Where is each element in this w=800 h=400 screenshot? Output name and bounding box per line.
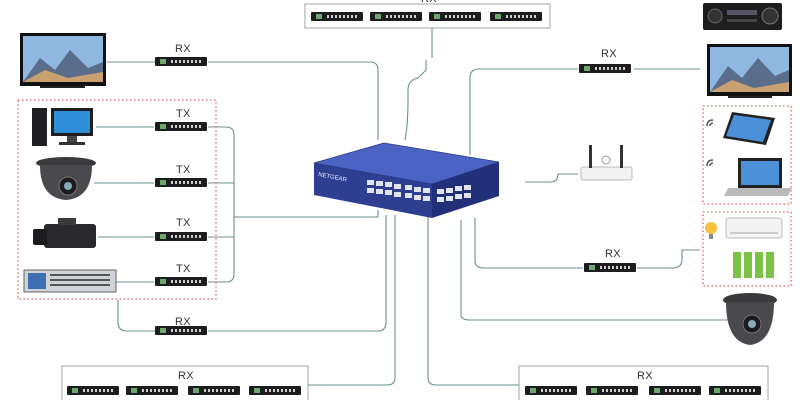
source-group-box: [17, 99, 217, 300]
tx-device-4: [155, 277, 207, 286]
label-rx-left-bottom: RX: [175, 316, 191, 328]
rx-device-top-1: [311, 12, 363, 21]
rx-device-bl-4: [249, 386, 301, 395]
router-icon: [580, 145, 633, 181]
rx-device-br-3: [649, 386, 701, 395]
tx-device-1: [155, 122, 207, 131]
rx-device-right-tv: [579, 64, 631, 73]
label-rx-right-tv: RX: [601, 48, 617, 60]
smart-home-box: [702, 211, 792, 287]
label-rx-bottom-left: RX: [178, 370, 194, 382]
computer-icon: [32, 108, 93, 146]
rx-device-left-bottom: [155, 326, 207, 335]
rx-device-bl-1: [67, 386, 119, 395]
camcorder-icon: [33, 218, 96, 248]
tv-right: [707, 44, 792, 98]
label-rx-left-tv: RX: [175, 43, 191, 55]
laptop-icon: [724, 158, 792, 196]
label-rx-bottom-right: RX: [637, 370, 653, 382]
rx-device-bl-2: [126, 386, 178, 395]
rx-device-bl-3: [188, 386, 240, 395]
air-conditioner-icon: [725, 217, 783, 239]
server-icon: [23, 269, 117, 293]
switch-brand: NETGEAR: [318, 172, 348, 184]
label-rx-mid-right: RX: [605, 248, 621, 260]
rx-device-top-3: [429, 12, 481, 21]
dome-camera-right-icon: [723, 293, 777, 345]
av-receiver: [703, 3, 782, 30]
rx-device-br-2: [586, 386, 638, 395]
tx-device-3: [155, 232, 207, 241]
network-switch: NETGEAR: [313, 142, 500, 218]
tx-device-2: [155, 178, 207, 187]
label-rx-top: RX: [421, 0, 437, 5]
battery-bank-icon: [733, 252, 774, 278]
tablet-icon: [723, 112, 775, 145]
rx-device-br-1: [525, 386, 577, 395]
connection-lines: [94, 5, 728, 386]
rx-device-top-4: [490, 12, 542, 21]
rx-device-top-2: [370, 12, 422, 21]
dome-camera-icon: [36, 157, 96, 200]
label-tx-2: TX: [176, 164, 191, 176]
tv-left: [20, 33, 106, 88]
rx-device-left-tv: [155, 57, 207, 66]
rx-device-br-4: [709, 386, 761, 395]
label-tx-4: TX: [176, 263, 191, 275]
mobile-devices-box: [702, 105, 792, 205]
lightbulb-icon: [705, 222, 717, 239]
wifi-icon: [706, 119, 714, 167]
label-tx-1: TX: [176, 108, 191, 120]
rx-device-mid-right: [584, 263, 636, 272]
label-tx-3: TX: [176, 217, 191, 229]
